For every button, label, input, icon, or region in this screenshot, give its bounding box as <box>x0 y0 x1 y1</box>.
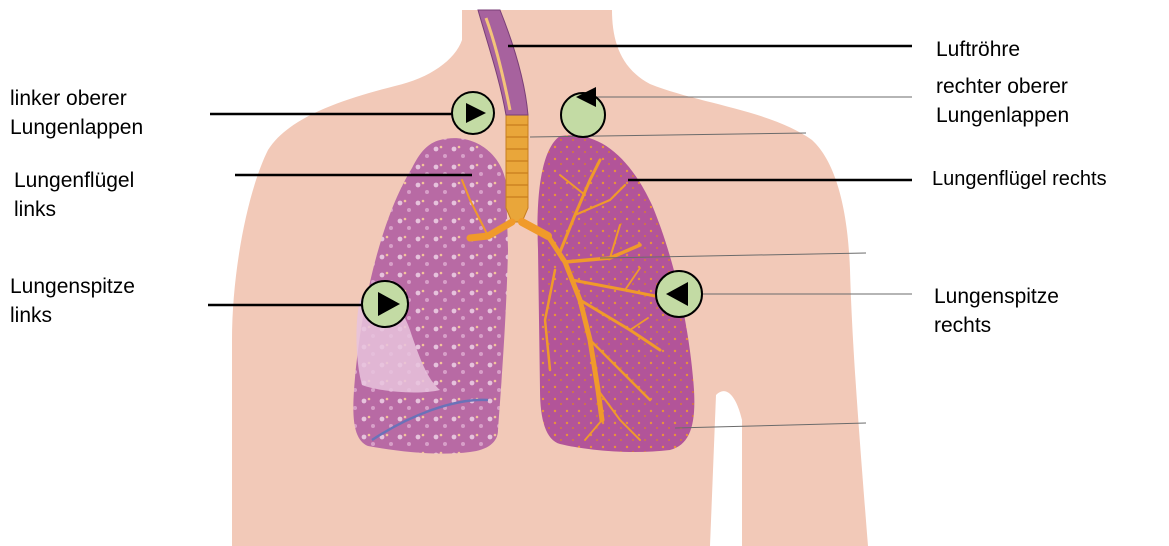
label-line: Lungenlappen <box>936 101 1069 130</box>
label-linker-oberer-lungenlappen: linker oberer Lungenlappen <box>10 84 143 142</box>
label-line: rechter oberer <box>936 72 1069 101</box>
label-rechter-oberer-lungenlappen: rechter oberer Lungenlappen <box>936 72 1069 130</box>
trachea <box>506 115 528 222</box>
label-line: rechts <box>934 311 1059 340</box>
label-lungenspitze-links: Lungenspitze links <box>10 272 135 330</box>
label-line: Luftröhre <box>936 35 1020 64</box>
label-line: Lungenlappen <box>10 113 143 142</box>
marker-linker-oberer-lungenlappen <box>452 92 494 134</box>
label-line: links <box>14 195 134 224</box>
marker-lungenspitze-rechts <box>656 271 702 317</box>
label-lungenfluegel-links: Lungenflügel links <box>14 166 134 224</box>
label-lungenspitze-rechts: Lungenspitze rechts <box>934 282 1059 340</box>
marker-lungenspitze-links <box>362 281 408 327</box>
label-line: Lungenflügel rechts <box>932 165 1107 194</box>
label-line: Lungenspitze <box>10 272 135 301</box>
label-line: links <box>10 301 135 330</box>
label-lungenfluegel-rechts: Lungenflügel rechts <box>932 165 1107 194</box>
label-line: Lungenspitze <box>934 282 1059 311</box>
label-line: linker oberer <box>10 84 143 113</box>
label-line: Lungenflügel <box>14 166 134 195</box>
label-luftroehre: Luftröhre <box>936 35 1020 64</box>
